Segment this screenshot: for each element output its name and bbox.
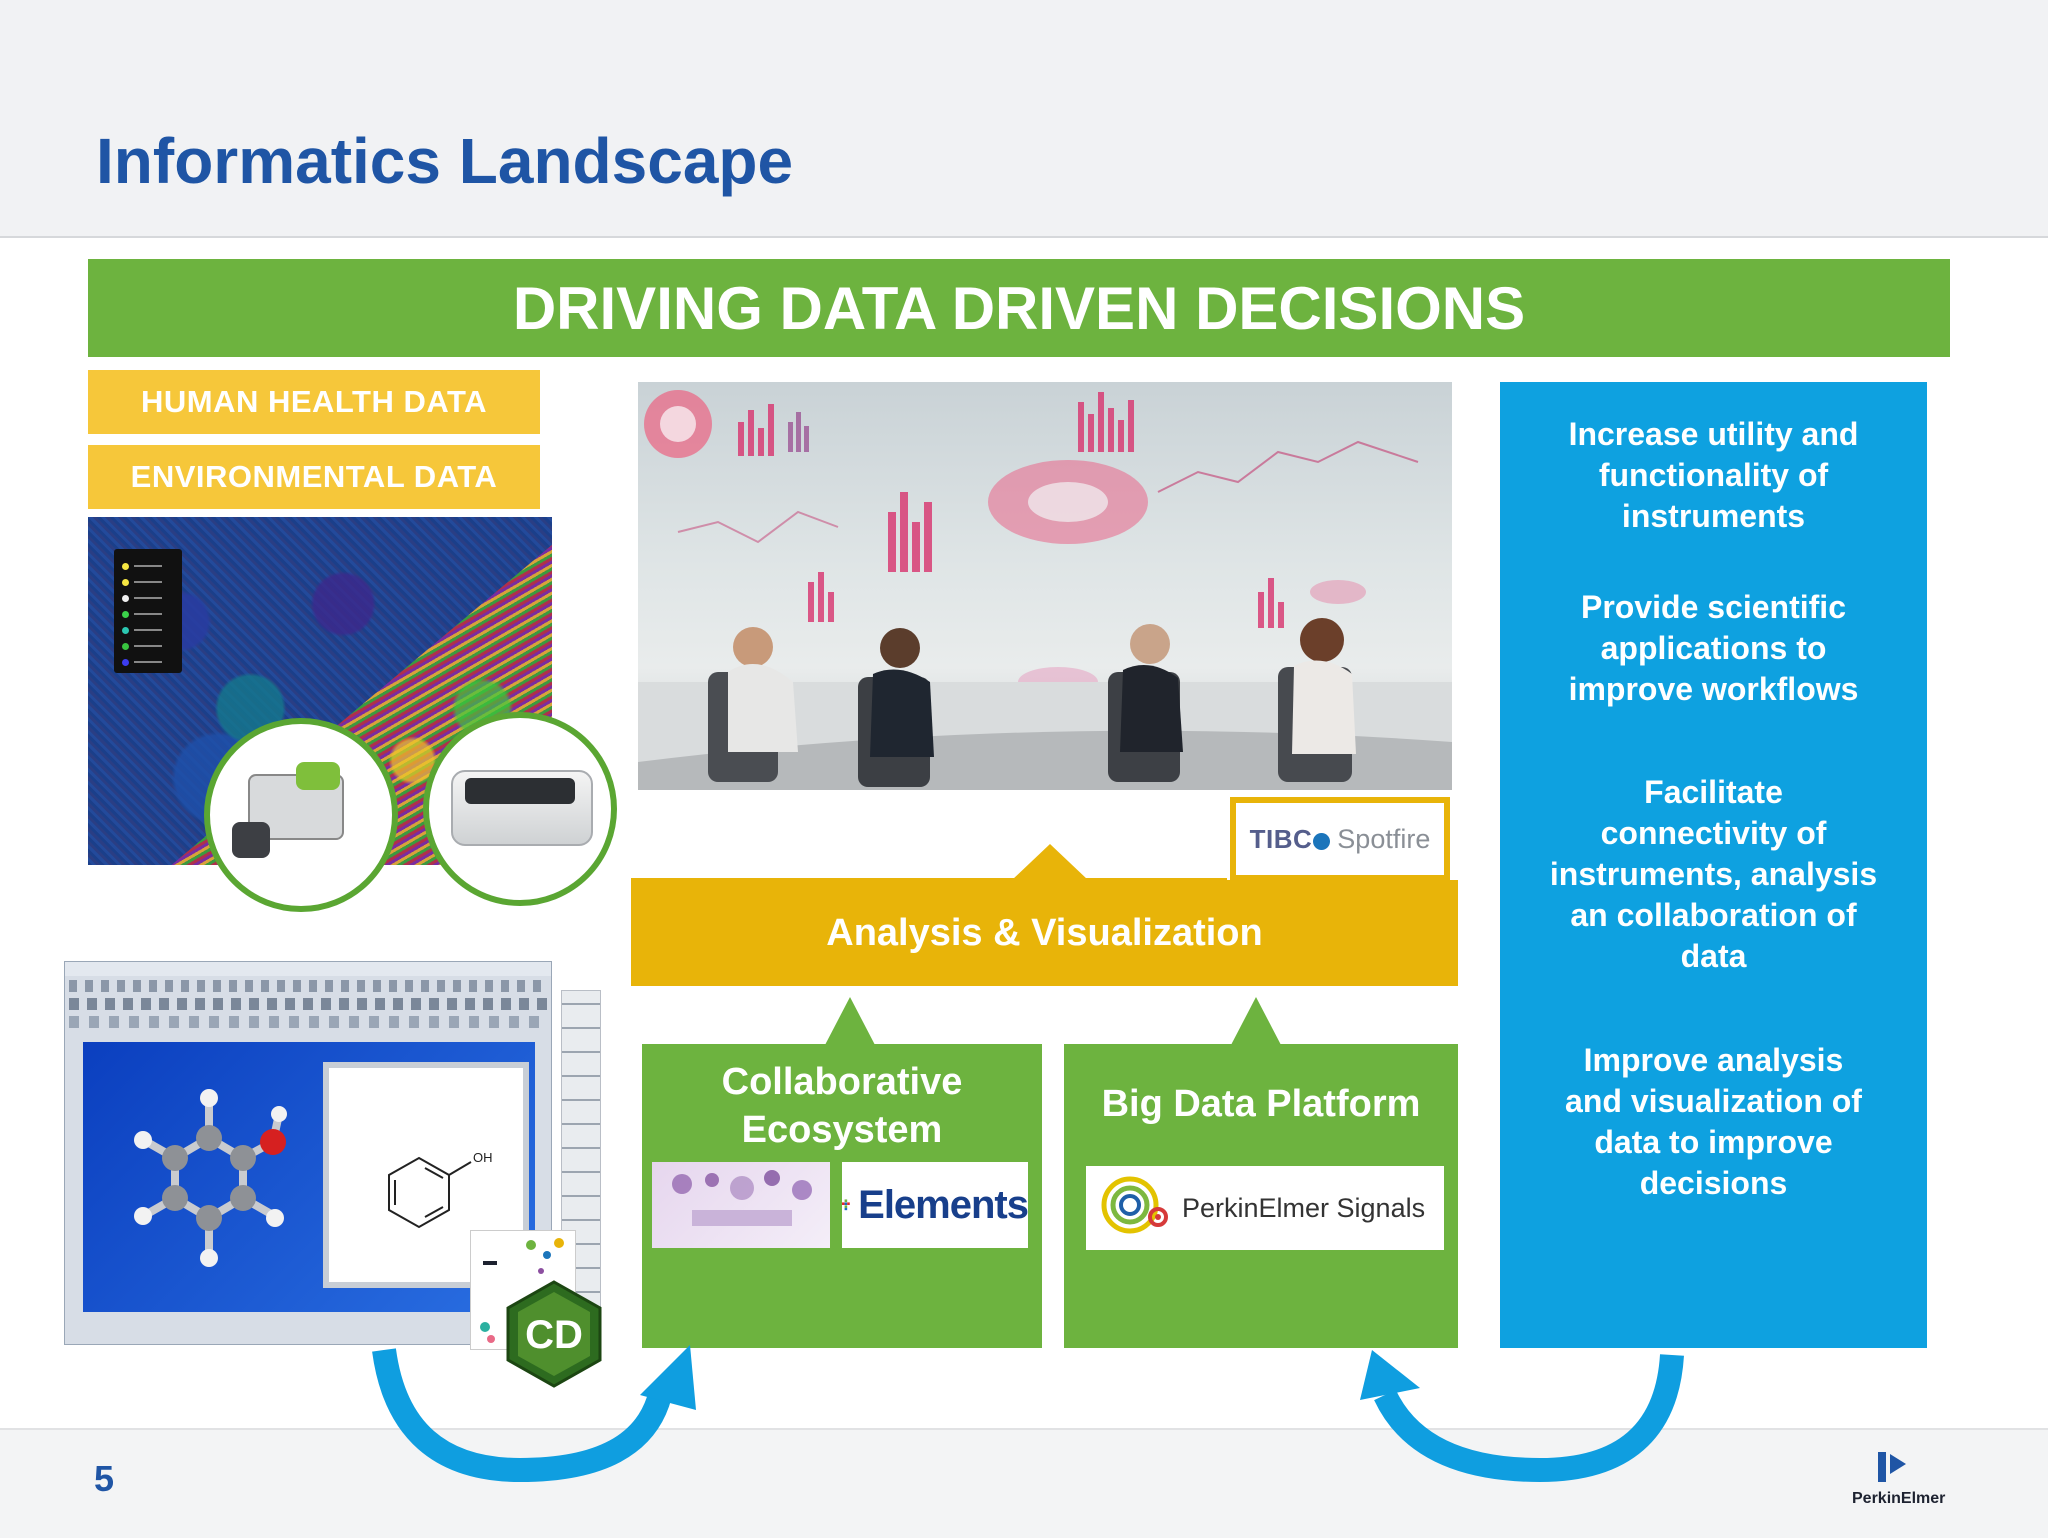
chemdraw-badge-icon: CD — [502, 1278, 606, 1390]
reader-lid — [465, 778, 575, 804]
benefit-connectivity-line1: Facilitate — [1644, 774, 1783, 810]
chemdraw-titlebar — [65, 962, 551, 976]
analyzer-sampler — [232, 822, 270, 858]
perkinelmer-signals-logo: PerkinElmer Signals — [1086, 1166, 1444, 1250]
benefit-connectivity-line3: instruments, analysis — [1549, 856, 1878, 892]
elements-logo: Elements — [842, 1162, 1029, 1248]
benefit-connectivity-line2: connectivity of — [1600, 815, 1827, 851]
mineral-map-image — [88, 517, 552, 865]
collaborative-ecosystem-box: Collaborative Ecosystem Elements — [642, 1044, 1042, 1348]
chemdraw-toolbar-2 — [69, 1016, 547, 1028]
benefit-utility-line2: functionality of — [1598, 457, 1829, 493]
elements-wordmark: Elements — [858, 1182, 1029, 1227]
collaborative-title-line1: Collaborative — [721, 1061, 963, 1103]
meeting-illustration — [638, 390, 1452, 790]
big-data-up-arrow-icon — [1231, 997, 1281, 1045]
benefit-applications: Provide scientific applications to impro… — [1520, 587, 1907, 710]
benefit-visualization-line3: data to improve — [1594, 1124, 1833, 1160]
cd-badge-text: CD — [525, 1313, 583, 1357]
benefit-utility: Increase utility and functionality of in… — [1520, 414, 1907, 537]
signals-rings-icon — [1101, 1176, 1168, 1234]
benefits-panel: Increase utility and functionality of in… — [1500, 382, 1927, 1348]
analyzer-accent — [296, 762, 340, 790]
analysis-visualization-box: Analysis & Visualization — [631, 880, 1458, 986]
slide-title: Informatics Landscape — [96, 125, 794, 197]
chemdraw-toolbar-1 — [69, 998, 547, 1010]
benefit-connectivity-line4: an collaboration of — [1570, 897, 1857, 933]
benefit-visualization: Improve analysis and visualization of da… — [1520, 1040, 1907, 1204]
oh-label: OH — [473, 1150, 493, 1165]
benefit-applications-line1: Provide scientific — [1581, 589, 1846, 625]
spotfire-wordmark: Spotfire — [1337, 823, 1431, 854]
big-data-title: Big Data Platform — [1101, 1083, 1421, 1125]
analysis-up-arrow-icon — [1012, 844, 1088, 880]
benefit-visualization-line4: decisions — [1639, 1165, 1788, 1201]
collaborative-title-line2: Ecosystem — [741, 1109, 943, 1151]
footer-band — [0, 1428, 2048, 1538]
decisions-banner: DRIVING DATA DRIVEN DECISIONS — [88, 259, 1950, 357]
perkinelmer-mark-icon — [1878, 1452, 1906, 1482]
phenol-3d-model — [134, 1089, 287, 1267]
map-legend — [114, 549, 182, 673]
big-data-platform-box: Big Data Platform PerkinElmer Signals — [1064, 1044, 1458, 1348]
benefit-connectivity: Facilitate connectivity of instruments, … — [1520, 772, 1907, 977]
environmental-data-tag: ENVIRONMENTAL DATA — [88, 445, 540, 509]
instrument-circle-reader — [423, 712, 617, 906]
tibco-ball-icon — [1313, 832, 1331, 850]
benefit-utility-line1: Increase utility and — [1568, 416, 1859, 452]
left-cycle-arrowhead-icon — [640, 1345, 696, 1410]
benefit-visualization-line1: Improve analysis — [1583, 1042, 1844, 1078]
human-health-data-tag: HUMAN HEALTH DATA — [88, 370, 540, 434]
page-number: 5 — [94, 1458, 115, 1499]
benefit-applications-line3: improve workflows — [1568, 671, 1859, 707]
chemdraw-menubar — [69, 980, 547, 992]
tibco-spotfire-logo: TIBC Spotfire — [1230, 797, 1450, 881]
benefit-utility-line3: instruments — [1621, 498, 1806, 534]
tibco-wordmark: TIBC — [1250, 824, 1332, 855]
perkinelmer-wordmark: PerkinElmer — [1852, 1490, 1946, 1507]
instrument-circle-analyzer — [204, 718, 398, 912]
collaborative-up-arrow-icon — [825, 997, 875, 1045]
meeting-dashboard-photo — [638, 382, 1452, 790]
e-notebook-logo — [652, 1162, 830, 1248]
signals-wordmark: PerkinElmer Signals — [1182, 1192, 1426, 1223]
header-band — [0, 0, 2048, 238]
chemdraw-canvas: OH — [83, 1042, 535, 1312]
chemoffice-box-graphic — [480, 1238, 564, 1343]
elements-cross-icon — [842, 1199, 850, 1211]
benefit-visualization-line2: and visualization of — [1565, 1083, 1862, 1119]
benefit-applications-line2: applications to — [1600, 630, 1827, 666]
right-cycle-arrowhead-icon — [1360, 1350, 1420, 1400]
benefit-connectivity-line5: data — [1680, 938, 1747, 974]
perkinelmer-logo-mark — [1874, 1450, 1914, 1486]
phenol-structure: OH — [388, 1150, 493, 1229]
e-notebook-graphic — [672, 1170, 812, 1226]
cd-hexagon-icon: CD — [506, 1280, 602, 1388]
